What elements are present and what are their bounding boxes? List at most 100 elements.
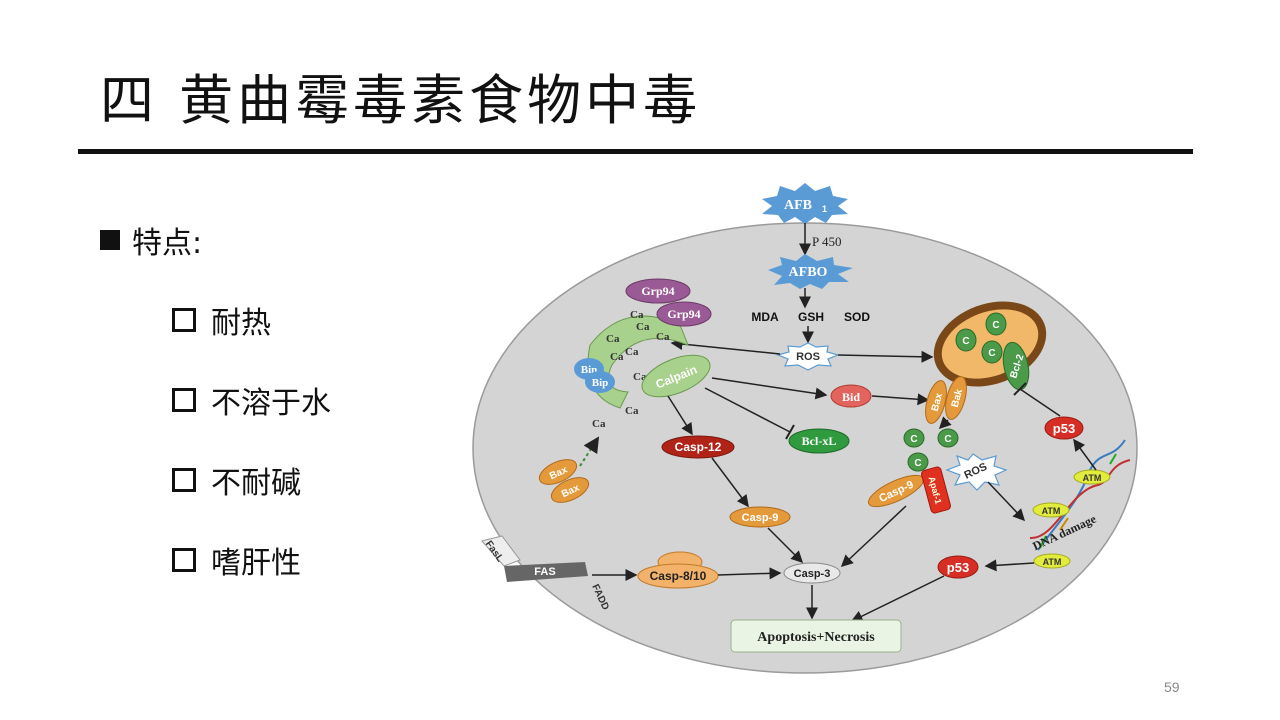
cytochrome-c-label: C xyxy=(910,434,917,445)
dna-base-pair xyxy=(1109,453,1117,465)
grp94-label: Grp94 xyxy=(641,284,674,298)
grp94-label: Grp94 xyxy=(667,307,700,321)
cytochrome-c-icon xyxy=(903,428,925,448)
cytochrome-c-icon xyxy=(955,328,977,352)
casp3-protein-icon xyxy=(783,562,841,584)
arrow-bid-bax xyxy=(871,393,930,406)
bullet-heading-text: 特点: xyxy=(132,226,203,261)
arrow-ros-mito xyxy=(837,350,934,363)
dna-base-pair xyxy=(1059,517,1069,531)
atm-protein-icon xyxy=(1032,502,1070,518)
bullet-item-text: 不溶于水 xyxy=(211,386,331,421)
calpain-protein-icon xyxy=(641,354,711,398)
casp9-label: Casp-9 xyxy=(742,512,779,524)
calcium-label: Ca xyxy=(592,418,606,430)
grp94-protein-icon xyxy=(625,278,691,304)
hollow-square-bullet-icon xyxy=(172,388,196,412)
title-divider xyxy=(78,149,1193,154)
bullet-item-text: 嗜肝性 xyxy=(211,546,301,581)
bax-protein-icon xyxy=(925,380,947,424)
cytochrome-c-label: C xyxy=(962,336,969,347)
arrow-calpain-casp12 xyxy=(667,395,693,436)
hollow-square-bullet-icon xyxy=(172,548,196,572)
p450-label: P 450 xyxy=(812,234,842,249)
dna-base-pair xyxy=(1039,535,1047,549)
er-membrane xyxy=(587,315,689,409)
arrow-baxbak-cytc xyxy=(938,416,952,430)
calcium-label: Ca xyxy=(630,309,644,321)
arrow-atm-p53b xyxy=(984,559,1035,572)
ros-burst-icon xyxy=(945,453,1008,491)
arrow-casp12-casp9 xyxy=(711,457,749,508)
casp9-protein-icon xyxy=(729,506,791,528)
fas-label: FAS xyxy=(534,566,555,578)
bclxl-label: Bcl-xL xyxy=(802,434,837,448)
fasl-ligand-icon xyxy=(481,535,521,567)
calcium-label: Ca xyxy=(625,346,639,358)
afb1-label: AFB xyxy=(784,198,812,213)
arrow-casp810-casp3 xyxy=(717,567,782,580)
cytochrome-c-icon xyxy=(981,340,1003,364)
casp3-label: Casp-3 xyxy=(794,568,831,580)
outcome-box xyxy=(730,619,902,653)
afbo-label: AFBO xyxy=(789,265,828,280)
apaf1-protein-icon xyxy=(921,466,951,514)
arrow-apoptosome-casp3 xyxy=(840,505,907,568)
grp94-protein-icon xyxy=(656,301,712,327)
cytochrome-c-label: C xyxy=(944,434,951,445)
calcium-label: Ca xyxy=(625,405,639,417)
bax-protein-icon xyxy=(538,459,578,485)
cytochrome-c-icon xyxy=(985,312,1007,336)
aflatoxin-pathway-diagram: AFB 1 P 450 AFBO MDA GSH SOD ROS Grp94 G… xyxy=(472,183,1138,674)
hollow-square-bullet-icon xyxy=(172,468,196,492)
cytochrome-c-label: C xyxy=(992,320,999,331)
inhibit-calpain-bclxl xyxy=(704,387,791,433)
ros-label: ROS xyxy=(796,351,820,363)
sod-label: SOD xyxy=(844,310,870,324)
bullet-item: 不耐碱 xyxy=(172,458,301,502)
calcium-label: Ca xyxy=(610,351,624,363)
cytochrome-c-icon xyxy=(937,428,959,448)
atm-label: ATM xyxy=(1083,473,1102,483)
bip-label: Bip xyxy=(592,377,609,389)
afb1-subscript: 1 xyxy=(822,204,827,214)
hollow-square-bullet-icon xyxy=(172,308,196,332)
atm-protein-icon xyxy=(1033,553,1071,569)
afb1-burst-icon xyxy=(762,183,848,224)
p53-protein-icon xyxy=(937,555,979,579)
casp810-protein-icon xyxy=(637,563,719,589)
bid-label: Bid xyxy=(842,390,860,404)
bax-protein-icon xyxy=(550,477,590,503)
bak-label: Bak xyxy=(950,388,965,409)
p53-label: p53 xyxy=(1053,421,1075,436)
atm-label: ATM xyxy=(1043,557,1062,567)
afbo-burst-icon xyxy=(768,254,853,289)
fas-receptor-icon xyxy=(504,562,588,582)
calcium-label: Ca xyxy=(656,331,670,343)
casp12-protein-icon xyxy=(661,435,735,459)
arrow-p53-outcome xyxy=(850,575,945,622)
bullet-item-text: 不耐碱 xyxy=(211,466,301,501)
bullet-item: 不溶于水 xyxy=(172,378,331,422)
atm-label: ATM xyxy=(1042,506,1061,516)
filled-square-bullet-icon xyxy=(100,230,120,250)
mda-label: MDA xyxy=(751,310,779,324)
calcium-label: Ca xyxy=(636,321,650,333)
cytochrome-c-icon xyxy=(907,452,929,472)
bullet-heading: 特点: xyxy=(100,218,202,262)
bullet-item: 耐热 xyxy=(172,298,271,342)
arrow-casp9-casp3 xyxy=(767,527,804,564)
page-number: 59 xyxy=(1164,679,1180,695)
gsh-label: GSH xyxy=(798,310,824,324)
p53-protein-icon xyxy=(1044,416,1084,440)
dna-helix-strand xyxy=(1029,459,1131,540)
cytochrome-c-label: C xyxy=(988,348,995,359)
arrow-calpain-bid xyxy=(711,377,828,400)
atm-protein-icon xyxy=(1073,469,1111,485)
calcium-label: Ca xyxy=(606,333,620,345)
ros-burst-icon xyxy=(776,342,840,371)
p53-label: p53 xyxy=(947,560,969,575)
slide-title: 四 黄曲霉毒素食物中毒 xyxy=(100,69,702,132)
bax-label: Bax xyxy=(930,392,945,413)
casp810-label: Casp-8/10 xyxy=(650,569,707,583)
